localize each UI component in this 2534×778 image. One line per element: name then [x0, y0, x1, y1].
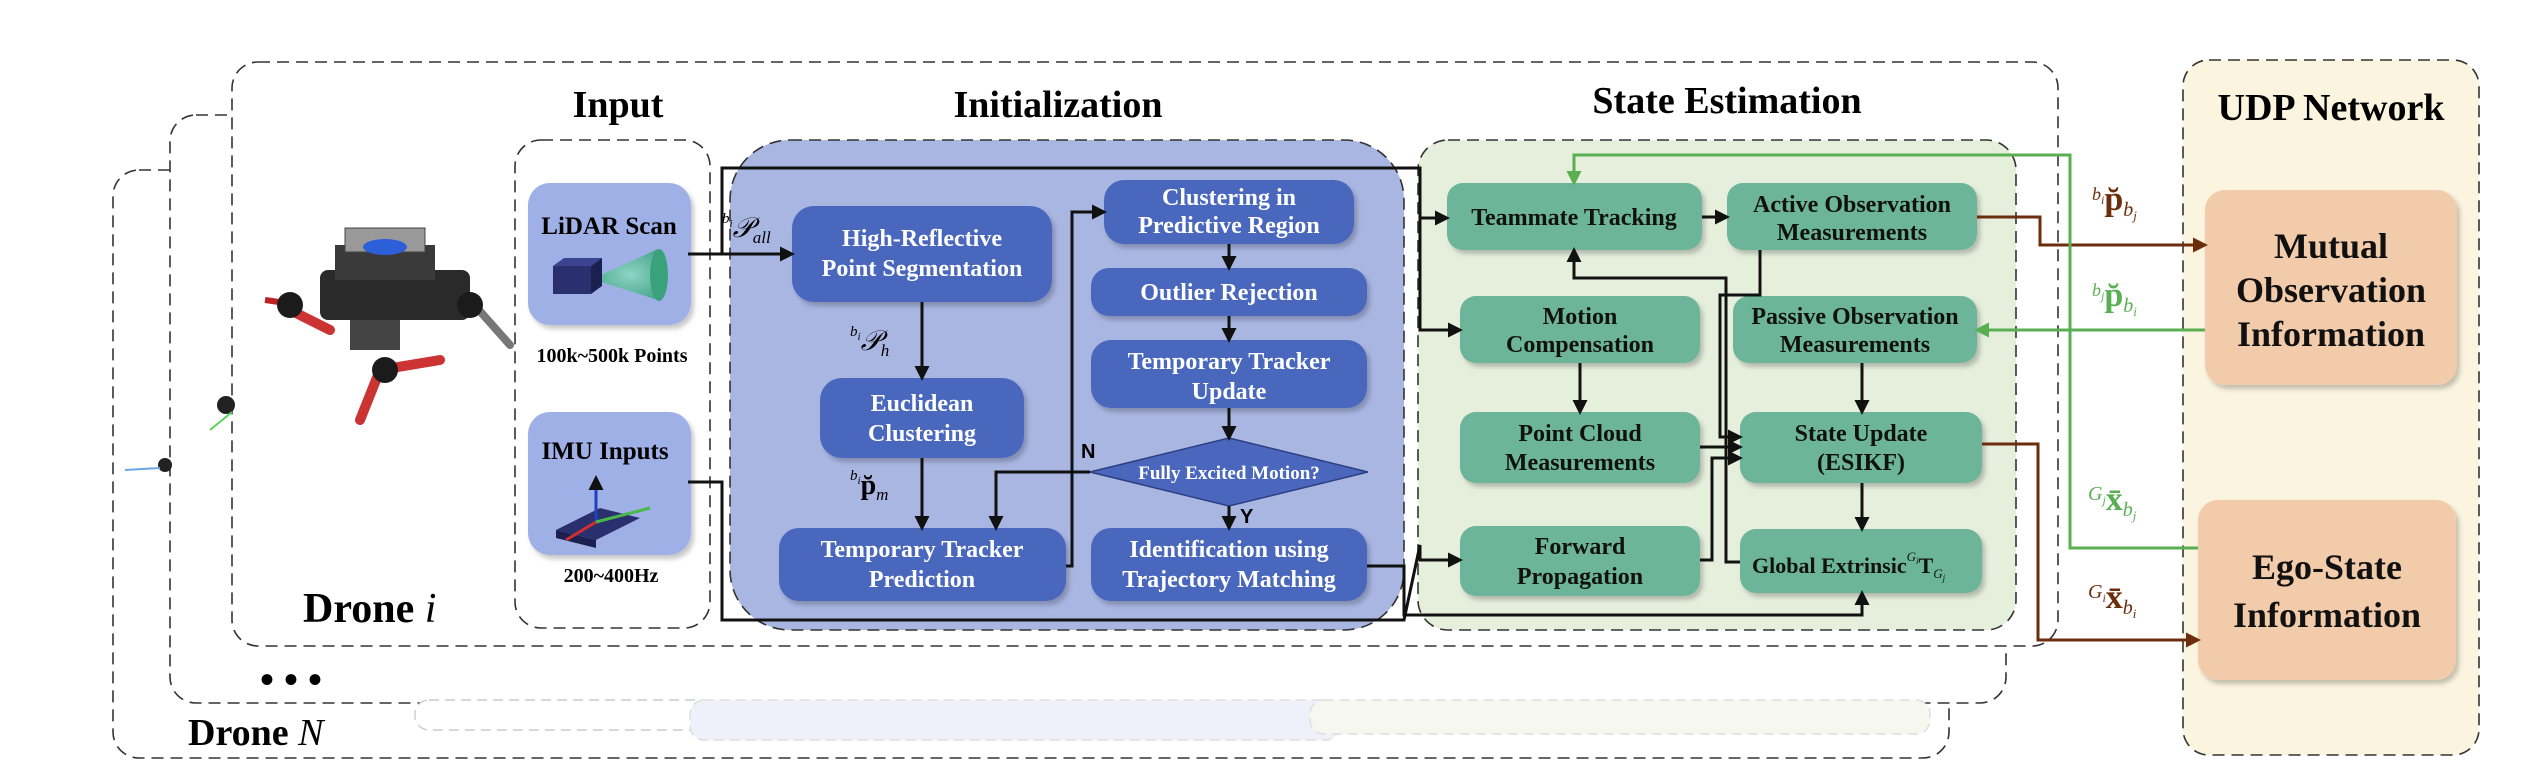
- arrow-top-motion: [1418, 218, 1463, 338]
- ttp-box: [779, 528, 1066, 601]
- network-arrows: [1566, 153, 2208, 648]
- global-label: Global ExtrinsicGiTGj: [1752, 549, 1946, 583]
- no-label: N: [1081, 441, 1095, 463]
- yes-label: Y: [1240, 506, 1254, 528]
- lidar-icon: [553, 249, 668, 301]
- math-p-m: bip̆m: [850, 468, 888, 504]
- arrow-ego-teammate: [1566, 153, 2198, 550]
- ghost-panel: [414, 699, 716, 731]
- cluster-pred-box: [1104, 180, 1354, 244]
- global-box: [1740, 529, 1982, 593]
- input-title: Input: [573, 84, 664, 126]
- arrow-imu-forward: [688, 480, 1463, 622]
- imu-box: [528, 412, 691, 555]
- drone-i-label: Drone i: [303, 586, 436, 632]
- forward-box: [1460, 526, 1700, 596]
- active-box: [1727, 183, 1977, 250]
- udp-title: UDP Network: [2218, 87, 2446, 129]
- ghost-panel: [1309, 699, 1931, 735]
- excited-label: Fully Excited Motion?: [1138, 463, 1320, 484]
- initialization-title: Initialization: [953, 84, 1162, 126]
- lidar-label: LiDAR Scan: [541, 213, 677, 240]
- arrow-global-teammate: [1566, 247, 1740, 564]
- arrow-lidar-top: [720, 166, 1450, 254]
- state-estimation-title: State Estimation: [1592, 80, 1861, 122]
- state-estimation-panel: [1417, 139, 2017, 631]
- arrow-update-ego: [1982, 442, 2201, 648]
- lidar-box: [528, 183, 691, 325]
- hrps-box: [792, 206, 1052, 302]
- math-bj-p-bi: bjp̆bi: [2092, 277, 2137, 319]
- outlier-box: [1091, 268, 1367, 316]
- ident-box: [1091, 528, 1367, 601]
- update-label: State Update(ESIKF): [1795, 421, 1928, 476]
- update-box: [1740, 412, 1982, 483]
- euclid-box: [820, 378, 1024, 458]
- drone-icon: [264, 227, 514, 425]
- pcm-box: [1460, 412, 1700, 483]
- imu-rate: 200~400Hz: [564, 565, 659, 587]
- outlier-label: Outlier Rejection: [1140, 280, 1318, 306]
- imu-icon: [556, 475, 651, 548]
- drone-n-label: Drone N: [188, 712, 326, 754]
- math-bi-p-bj: bip̆bj: [2092, 181, 2137, 223]
- teammate-label: Teammate Tracking: [1471, 205, 1677, 231]
- arrow-ttp-cluster: [1066, 204, 1107, 568]
- mutual-box: [2205, 190, 2457, 385]
- ghost-panel: [689, 699, 1341, 741]
- ellipsis: • • •: [260, 657, 322, 702]
- teammate-box: [1447, 183, 1702, 250]
- motion-box: [1460, 296, 1700, 363]
- arrow-diamond-ttp: [988, 470, 1090, 531]
- lidar-rate: 100k~500k Points: [537, 345, 688, 367]
- ego-box: [2198, 500, 2456, 680]
- arrow-active-mutual: [1977, 215, 2208, 253]
- drone-partial-icon: [124, 396, 235, 472]
- passive-box: [1733, 296, 1977, 363]
- flow-arrows: [688, 166, 1870, 622]
- math-gi-x-bi: Gix̄bi: [2088, 579, 2137, 621]
- math-gj-x-bj: Gjx̄bj: [2088, 481, 2137, 523]
- imu-label: IMU Inputs: [541, 438, 668, 465]
- ttu-box: [1091, 340, 1367, 408]
